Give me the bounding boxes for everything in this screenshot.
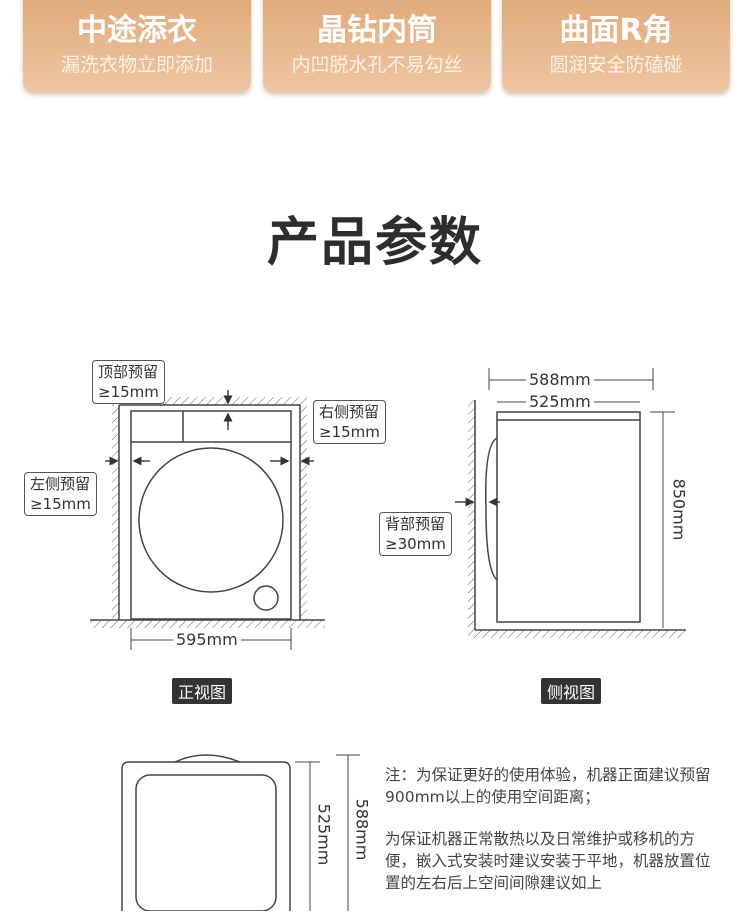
top-gap-label: 顶部预留 ≥15mm bbox=[92, 360, 165, 404]
left-gap-value: ≥15mm bbox=[30, 495, 91, 513]
back-gap-label: 背部预留 ≥30mm bbox=[379, 512, 452, 556]
left-gap-title: 左侧预留 bbox=[30, 475, 91, 493]
top-gap-title: 顶部预留 bbox=[98, 363, 159, 381]
back-gap-value: ≥30mm bbox=[385, 535, 446, 553]
feature-subtitle: 圆润安全防磕碰 bbox=[549, 54, 683, 76]
front-view-caption: 正视图 bbox=[172, 678, 233, 704]
feature-card-r-corner: 曲面R角圆润安全防磕碰 bbox=[502, 0, 730, 92]
front-view-drawing bbox=[90, 390, 325, 650]
feature-card-drum: 晶钻内筒内凹脱水孔不易勾丝 bbox=[263, 0, 491, 92]
right-gap-label: 右侧预留 ≥15mm bbox=[313, 400, 386, 444]
feature-subtitle: 漏洗衣物立即添加 bbox=[60, 54, 213, 76]
top-body-depth-dimension: 525mm bbox=[314, 800, 334, 869]
installation-note: 注：为保证更好的使用体验，机器正面建议预留900mm以上的使用空间距离； 为保证… bbox=[385, 764, 715, 914]
side-total-depth-dimension: 588mm bbox=[526, 370, 594, 389]
feature-card-add-clothes: 中途添衣漏洗衣物立即添加 bbox=[23, 0, 251, 92]
top-gap-value: ≥15mm bbox=[98, 383, 159, 401]
feature-subtitle: 内凹脱水孔不易勾丝 bbox=[291, 54, 463, 76]
top-view-drawing bbox=[121, 754, 360, 911]
side-view-caption: 侧视图 bbox=[541, 678, 602, 704]
note-paragraph-clearance: 为保证机器正常散热以及日常维护或移机的方便，嵌入式安装时建议安装于平地，机器放置… bbox=[385, 830, 711, 892]
feature-title: 晶钻内筒 bbox=[317, 13, 437, 48]
side-body-depth-dimension: 525mm bbox=[526, 392, 594, 411]
right-gap-title: 右侧预留 bbox=[319, 403, 380, 421]
side-height-dimension: 850mm bbox=[669, 475, 689, 544]
section-title: 产品参数 bbox=[266, 213, 483, 273]
feature-title: 曲面R角 bbox=[559, 13, 673, 48]
note-paragraph-front-space: 注：为保证更好的使用体验，机器正面建议预留900mm以上的使用空间距离； bbox=[385, 766, 711, 806]
back-gap-title: 背部预留 bbox=[385, 515, 446, 533]
top-total-depth-dimension: 588mm bbox=[352, 795, 372, 864]
front-width-dimension: 595mm bbox=[173, 630, 241, 649]
feature-title: 中途添衣 bbox=[77, 13, 197, 48]
left-gap-label: 左侧预留 ≥15mm bbox=[24, 472, 97, 516]
right-gap-value: ≥15mm bbox=[319, 423, 380, 441]
side-view-drawing bbox=[455, 368, 686, 638]
